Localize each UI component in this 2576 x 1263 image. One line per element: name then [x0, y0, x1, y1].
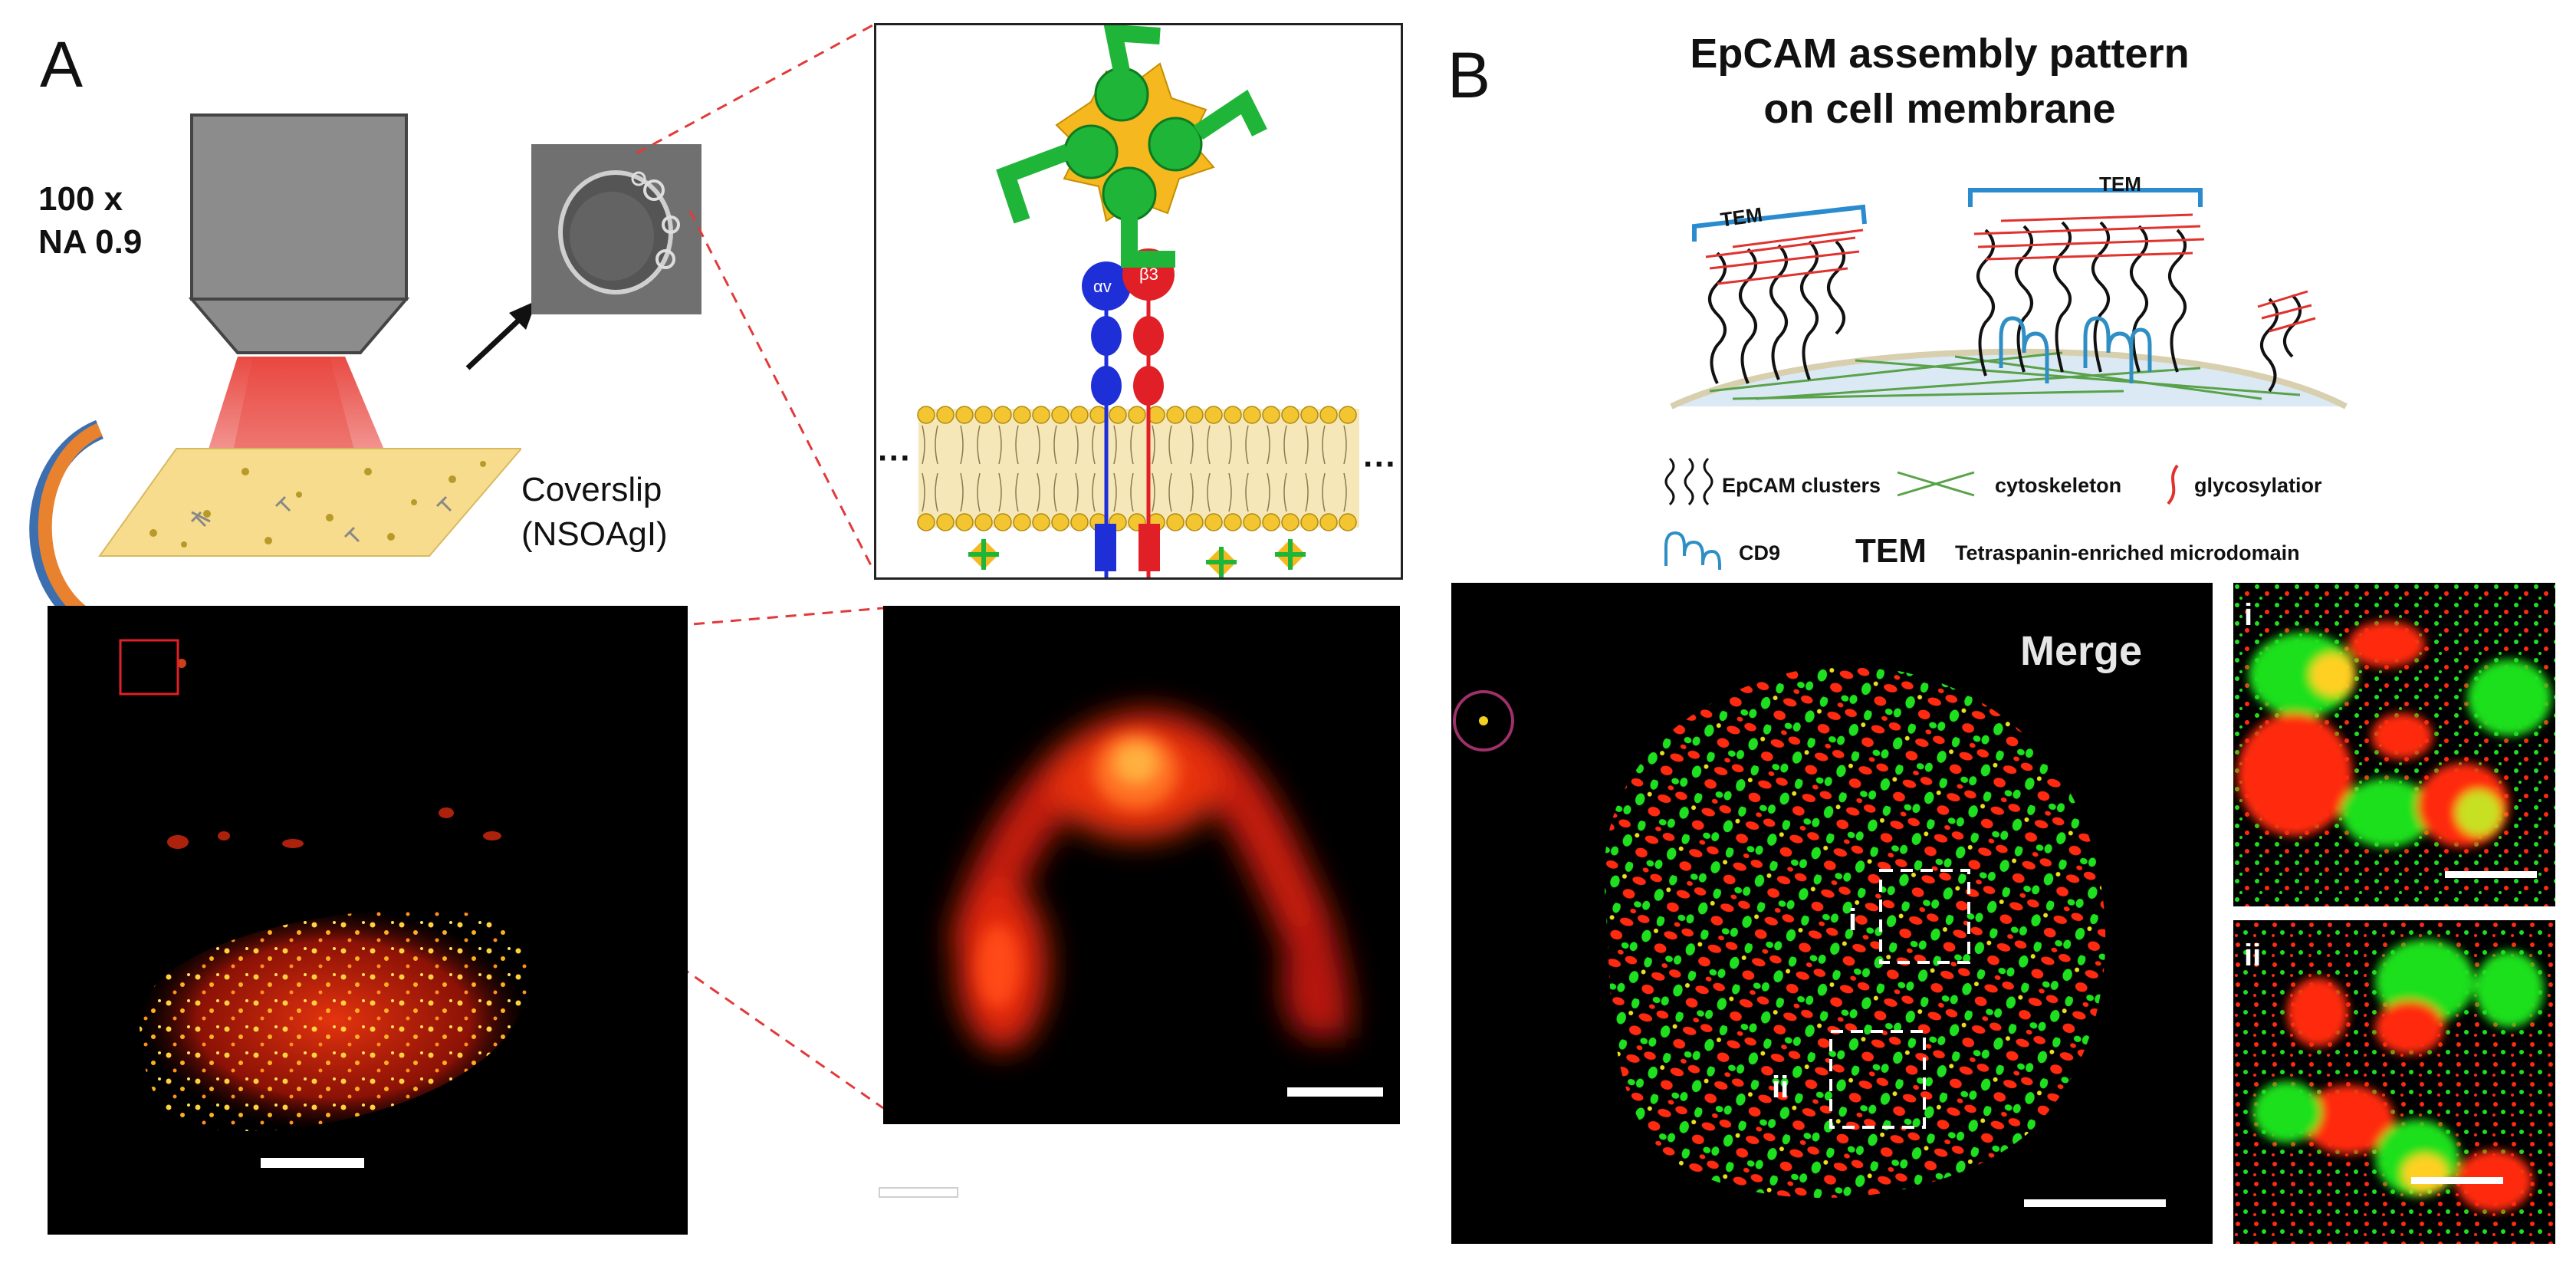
integrin-schematic: αv β3 ··· ···	[874, 23, 1403, 580]
panel-b-title-line2: on cell membrane	[1763, 86, 2116, 132]
integrin-beta-label: β3	[1139, 265, 1158, 284]
merge-fluorescence-image: Merge i ii	[1451, 583, 2213, 1244]
tem-label-right: TEM	[2099, 173, 2141, 196]
roi-circle	[1453, 690, 1514, 752]
objective-label: 100 x NA 0.9	[38, 178, 142, 264]
arrow-to-cell-icon	[465, 301, 537, 370]
scale-bar	[1287, 1087, 1383, 1097]
small-ligand-markers	[968, 539, 1306, 577]
ligand-cluster-icon	[996, 25, 1267, 268]
scale-bar	[261, 1158, 364, 1168]
inset-label-ii: ii	[2244, 939, 2262, 972]
roi-box	[119, 639, 179, 696]
cytoskeleton-legend-icon	[1897, 471, 1975, 497]
panel-a-letter: A	[40, 28, 84, 100]
coverslip-label-line1: Coverslip	[521, 471, 662, 508]
objective-magnification: 100 x	[38, 180, 123, 218]
tem-bracket-left	[1692, 204, 1867, 242]
laser-and-coverslip-illustration	[98, 357, 521, 557]
epcam-assembly-diagram	[1670, 188, 2348, 409]
coverslip	[98, 448, 521, 557]
faint-scale-bar-outline	[879, 1187, 958, 1198]
roi-label-i: i	[1848, 903, 1858, 937]
scale-bar	[2024, 1199, 2166, 1207]
merge-label: Merge	[2020, 628, 2143, 674]
legend-epcam-clusters: EpCAM clusters	[1722, 474, 1881, 497]
scale-bar	[2411, 1177, 2503, 1184]
legend-cd9: CD9	[1739, 541, 1781, 564]
roi-box-i	[1879, 869, 1970, 964]
roi-box-ii	[1829, 1030, 1926, 1129]
inset-label-i: i	[2244, 598, 2253, 632]
cell-brightfield-image	[531, 144, 702, 314]
panel-b-letter: B	[1447, 39, 1491, 111]
panel-b-title-line1: EpCAM assembly pattern	[1690, 31, 2190, 77]
legend-glycosylation: glycosylatior	[2194, 474, 2322, 497]
legend-tem-abbr: TEM	[1855, 532, 1927, 570]
legend: EpCAM clusters cytoskeleton glycosylatio…	[1648, 451, 2377, 574]
epcam-cluster-legend-icon	[1664, 457, 1714, 506]
membrane-ellipsis-left: ···	[878, 439, 912, 477]
scale-bar	[2445, 871, 2537, 878]
roi-label-ii: ii	[1772, 1071, 1789, 1104]
legend-tem-full: Tetraspanin-enriched microdomain	[1955, 541, 2300, 564]
integrin-alpha-subunit	[1082, 261, 1131, 577]
legend-cytoskeleton: cytoskeleton	[1995, 474, 2122, 497]
membrane-ellipsis-right: ···	[1363, 446, 1397, 483]
cd9-legend-icon	[1664, 531, 1721, 570]
zoomed-fluorescence-image	[883, 606, 1400, 1124]
inset-ii-image: ii	[2233, 920, 2555, 1244]
epcam-cluster-left	[1708, 240, 1845, 384]
coverslip-label-line2: (NSOAgI)	[521, 515, 668, 553]
glycosylation-legend-icon	[2167, 464, 2179, 505]
tem-bracket-right	[1968, 188, 2203, 207]
whole-cell-fluorescence-image	[48, 606, 688, 1235]
cytoskeleton-filaments	[1709, 351, 2301, 400]
coverslip-label: Coverslip (NSOAgI)	[521, 468, 668, 557]
objective-na: NA 0.9	[38, 223, 143, 261]
cd9-proteins	[1999, 316, 2152, 383]
integrin-beta-subunit	[1122, 248, 1175, 577]
lipid-bilayer	[917, 406, 1359, 531]
objective-lens-icon	[188, 113, 410, 354]
panel-b-title: EpCAM assembly pattern on cell membrane	[1625, 26, 2254, 136]
inset-i-image: i	[2233, 583, 2555, 906]
integrin-alpha-label: αv	[1093, 277, 1112, 296]
